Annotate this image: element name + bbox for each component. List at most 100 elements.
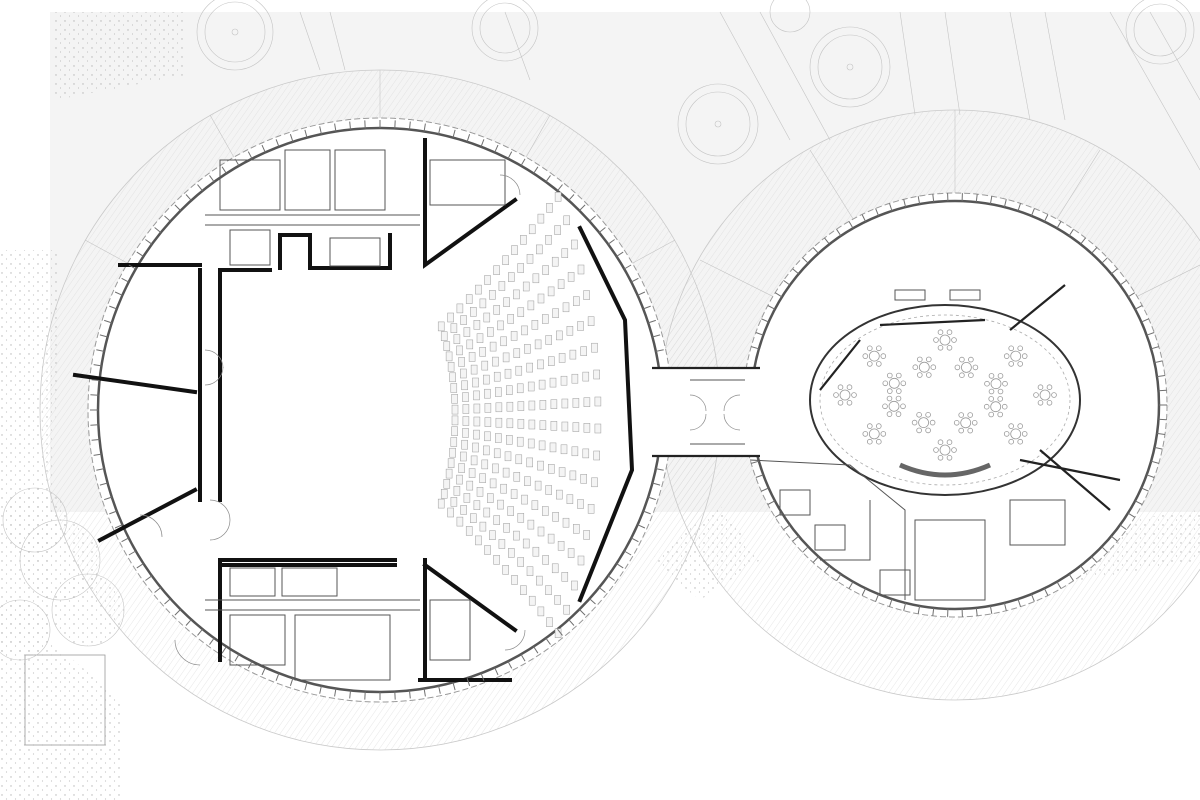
auditorium-seat: [593, 369, 600, 380]
round-table: [882, 372, 907, 394]
facade-fin: [652, 334, 661, 338]
facade-fin: [1158, 389, 1167, 392]
facade-fin: [637, 524, 646, 529]
facade-fin: [507, 661, 513, 669]
facade-fin: [802, 257, 809, 264]
auditorium-seat: [495, 417, 503, 428]
auditorium-seat: [461, 380, 468, 391]
facade-fin: [598, 227, 606, 233]
auditorium-seat: [520, 235, 527, 245]
auditorium-seat: [476, 333, 484, 343]
auditorium-seat: [546, 203, 553, 213]
auditorium-seat: [528, 419, 536, 430]
auditorium-seat: [450, 323, 458, 333]
auditorium-seat: [571, 446, 579, 457]
facade-fin: [652, 482, 661, 486]
planting-area-left: [0, 250, 120, 800]
auditorium-seat: [506, 435, 513, 445]
facade-fin: [1150, 460, 1159, 464]
auditorium-seat: [572, 398, 580, 408]
facade-fin: [767, 305, 776, 310]
facade-fin: [1127, 512, 1136, 518]
auditorium-seat: [507, 506, 514, 516]
facade-fin: [334, 123, 337, 132]
auditorium-seat: [473, 416, 481, 427]
facade-fin: [96, 468, 105, 471]
facade-fin: [783, 524, 791, 531]
auditorium-seat: [484, 417, 492, 427]
auditorium-seat: [481, 360, 489, 371]
facade-fin: [812, 247, 819, 254]
facade-fin: [579, 204, 586, 211]
round-table: [933, 329, 957, 351]
auditorium-seat: [515, 454, 523, 465]
auditorium-seat: [536, 244, 543, 255]
facade-fin: [234, 653, 240, 662]
facade-fin: [751, 460, 760, 464]
auditorium-seat: [562, 517, 570, 528]
auditorium-seat: [522, 281, 530, 292]
auditorium-seat: [489, 290, 496, 300]
auditorium-seat: [577, 321, 584, 331]
auditorium-seat: [527, 300, 535, 311]
round-table: [833, 384, 857, 406]
facade-fin: [1003, 602, 1007, 611]
auditorium-seat: [497, 499, 504, 510]
auditorium-seat: [502, 255, 509, 265]
auditorium-seat: [531, 320, 539, 330]
auditorium-seat: [503, 297, 510, 307]
auditorium-seat: [542, 506, 549, 516]
auditorium-seat: [483, 312, 491, 323]
facade-fin: [247, 661, 253, 669]
auditorium-seat: [524, 344, 531, 354]
facade-fin: [533, 166, 539, 174]
auditorium-seat: [554, 595, 561, 605]
auditorium-seat: [447, 312, 454, 323]
auditorium-seat: [462, 392, 469, 402]
auditorium-seat: [506, 401, 514, 412]
auditorium-seat: [513, 472, 521, 482]
auditorium-seat: [498, 539, 506, 549]
connecting-bridge: [650, 368, 762, 456]
round-table: [984, 373, 1008, 395]
auditorium-seat: [447, 458, 455, 468]
planting-area-top-left: [55, 12, 185, 100]
facade-fin: [1156, 432, 1165, 435]
facade-fin: [234, 158, 240, 167]
auditorium-seat: [521, 494, 528, 505]
facade-fin: [423, 688, 426, 697]
auditorium-seat: [493, 305, 500, 315]
auditorium-seat: [493, 265, 500, 275]
auditorium-seat: [456, 516, 464, 527]
auditorium-seat: [468, 352, 476, 362]
auditorium-seat: [537, 606, 545, 617]
auditorium-seat: [498, 281, 506, 291]
auditorium-seat: [470, 364, 478, 375]
auditorium-seat: [489, 530, 496, 540]
auditorium-seat: [492, 356, 499, 367]
facade-fin: [334, 688, 337, 697]
auditorium-seat: [492, 463, 499, 474]
facade-fin: [755, 474, 764, 478]
auditorium-seat: [545, 485, 552, 495]
auditorium-seat: [466, 339, 474, 350]
facade-fin: [174, 204, 181, 211]
auditorium-seat: [558, 467, 566, 477]
auditorium-seat: [572, 422, 580, 432]
auditorium-seat: [460, 451, 467, 462]
facade-fin: [109, 305, 117, 310]
auditorium-seat: [537, 213, 545, 224]
auditorium-seat: [537, 460, 544, 471]
facade-fin: [104, 319, 112, 324]
facade-fin: [185, 619, 192, 626]
facade-fin: [480, 673, 485, 681]
facade-fin: [1017, 598, 1021, 607]
auditorium-seat: [445, 351, 453, 362]
auditorium-seat: [473, 429, 480, 440]
round-table: [933, 439, 957, 461]
auditorium-seat: [552, 512, 559, 522]
auditorium-seat: [561, 248, 569, 258]
facade-fin: [145, 239, 153, 245]
auditorium-seat: [484, 431, 491, 442]
facade-fin: [607, 239, 615, 245]
